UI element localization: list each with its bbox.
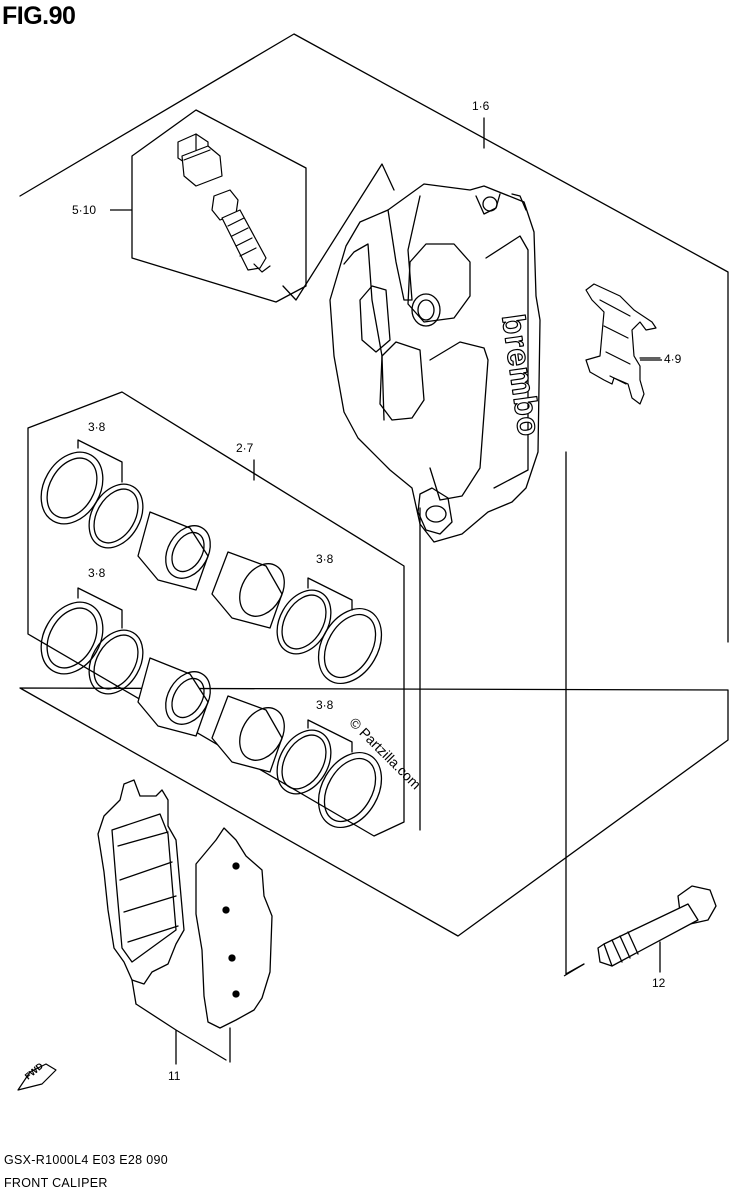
piston [137, 511, 211, 591]
callout-bleeder: 5·10 [72, 203, 97, 217]
seal-ring [317, 751, 383, 829]
callout-piston: 2·7 [236, 441, 254, 455]
piston-kit-box [27, 391, 405, 837]
callout-caliper: 1·6 [472, 99, 490, 113]
seal-bracket-lower-left [77, 587, 123, 629]
pads-bracket [135, 1003, 227, 1065]
footer-name: FRONT CALIPER [4, 1176, 108, 1190]
bleeder-cap [177, 133, 223, 187]
callout-seal-c: 3·8 [88, 566, 106, 580]
seal-ring [276, 729, 332, 795]
callout-seal-a: 3·8 [88, 420, 106, 434]
caliper-bolt [597, 885, 717, 973]
bleeder-inset-box [131, 109, 307, 303]
figure-title: FIG.90 [2, 2, 76, 30]
piston [211, 551, 285, 629]
assembly-outline [19, 33, 729, 937]
callout-bolt: 12 [652, 976, 666, 990]
callout-seal-b: 3·8 [316, 552, 334, 566]
pad-spring [585, 283, 661, 405]
bleeder-screw [211, 189, 271, 273]
callout-seal-d: 3·8 [316, 698, 334, 712]
footer-model: GSX-R1000L4 E03 E28 090 [4, 1153, 168, 1167]
callout-spring: 4·9 [664, 352, 682, 366]
seal-ring [88, 629, 144, 695]
piston [137, 657, 211, 737]
caliper-body [329, 183, 541, 543]
brake-pad [97, 779, 185, 1005]
seal-ring [317, 607, 383, 685]
bleeder-leader [282, 163, 395, 301]
seal-ring [40, 601, 104, 675]
brake-pad [195, 827, 273, 1063]
seal-bracket-upper-left [77, 439, 123, 483]
callout-pads: 11 [168, 1069, 181, 1083]
seal-bracket-upper-right [307, 577, 353, 611]
piston [211, 695, 285, 773]
seal-bracket-lower-right [307, 719, 353, 753]
seal-ring [88, 483, 144, 549]
